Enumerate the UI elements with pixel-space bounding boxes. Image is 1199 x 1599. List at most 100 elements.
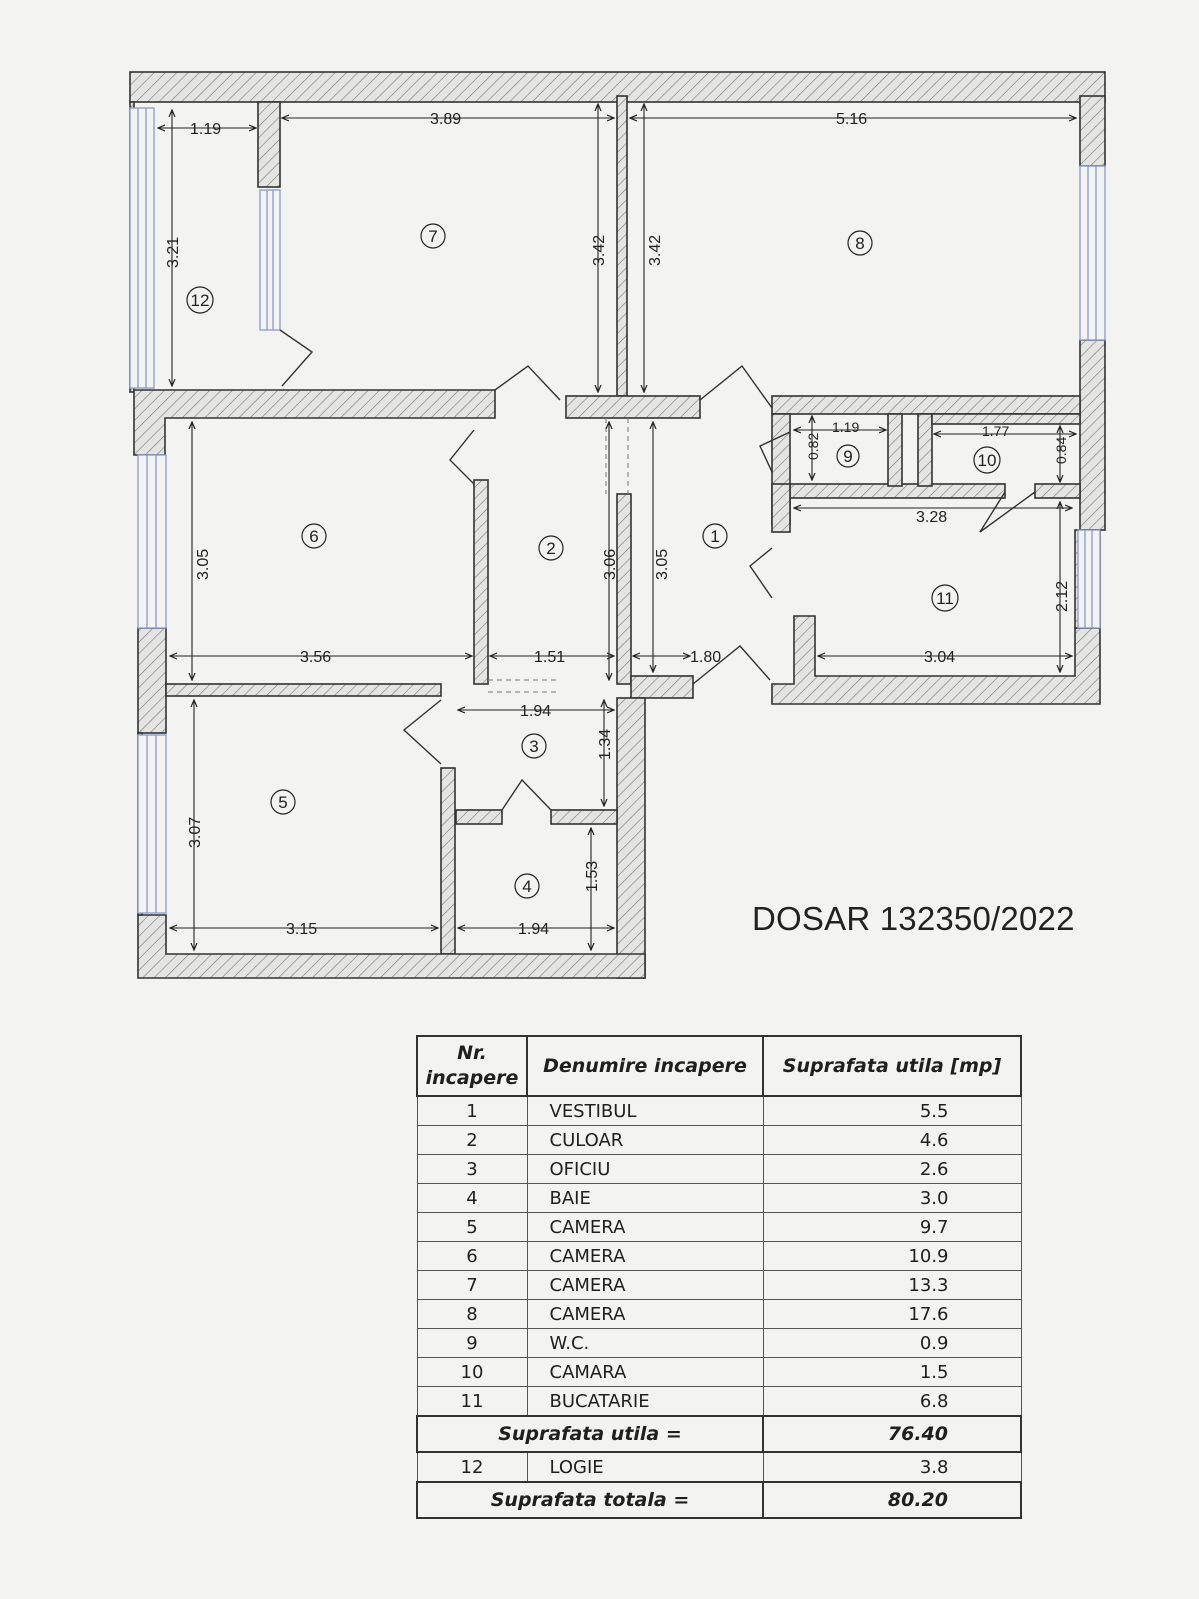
- row-name: BAIE: [526, 1183, 764, 1213]
- room-number-5: 5: [278, 793, 287, 812]
- room-number-4: 4: [522, 877, 531, 896]
- dosar-number: DOSAR 132350/2022: [752, 900, 1075, 937]
- row-nr: 11: [416, 1386, 528, 1417]
- row-area: 9.7: [762, 1212, 1022, 1242]
- dim-label: 3.28: [916, 509, 947, 526]
- header-area: Suprafata utila [mp]: [762, 1035, 1022, 1097]
- room-number-6: 6: [309, 527, 318, 546]
- dimension-labels: 1.19 3.89 5.16 3.21 3.42 3.42 0.82 1.19 …: [165, 111, 1071, 938]
- dim-label: 3.89: [430, 111, 461, 128]
- row-area: 13.3: [762, 1270, 1022, 1300]
- header-name: Denumire incapere: [526, 1035, 764, 1097]
- dim-label: 2.12: [1054, 581, 1071, 612]
- room-number-11: 11: [936, 589, 954, 608]
- room-markers: [186, 223, 1001, 899]
- room-number-3: 3: [529, 737, 538, 756]
- header-nr: Nr. incapere: [416, 1035, 528, 1097]
- row-nr: 9: [416, 1328, 528, 1358]
- dim-label: 1.34: [597, 729, 614, 760]
- row-area: 3.0: [762, 1183, 1022, 1213]
- room-number-7: 7: [428, 227, 437, 246]
- row-name: CAMERA: [526, 1270, 764, 1300]
- windows: [129, 107, 1106, 914]
- dim-label: 0.82: [805, 433, 821, 460]
- row-name: CAMERA: [526, 1241, 764, 1271]
- row-nr: 8: [416, 1299, 528, 1329]
- room-number-8: 8: [855, 234, 864, 253]
- total-label: Suprafata totala =: [416, 1481, 764, 1519]
- room-numbers: 1 2 3 4 5 6 7 8 9 10 11 12: [191, 227, 997, 896]
- dim-label: 1.94: [518, 921, 549, 938]
- walls: [129, 71, 1106, 979]
- floor-plan: 1.19 3.89 5.16 3.21 3.42 3.42 0.82 1.19 …: [129, 71, 1106, 979]
- row-area: 5.5: [762, 1095, 1022, 1126]
- dim-label: 3.42: [647, 235, 664, 266]
- row-nr: 1: [416, 1095, 528, 1126]
- row-name: CAMARA: [526, 1357, 764, 1387]
- doors: [279, 329, 1036, 811]
- row-area: 2.6: [762, 1154, 1022, 1184]
- row-area: 17.6: [762, 1299, 1022, 1329]
- room-number-1: 1: [710, 527, 719, 546]
- row-nr: 2: [416, 1125, 528, 1155]
- area-table: Nr. incapere Denumire incapere Suprafata…: [416, 1035, 1022, 1519]
- room-number-9: 9: [843, 447, 852, 466]
- dim-label: 1.51: [534, 649, 565, 666]
- row-name: CAMERA: [526, 1299, 764, 1329]
- dim-label: 5.16: [836, 111, 867, 128]
- row-nr: 12: [416, 1451, 528, 1483]
- dim-label: 1.80: [690, 649, 721, 666]
- dim-label: 0.84: [1053, 437, 1069, 464]
- dim-label: 3.56: [300, 649, 331, 666]
- dimension-lines: [158, 104, 1076, 950]
- dim-label: 3.07: [187, 817, 204, 848]
- row-nr: 4: [416, 1183, 528, 1213]
- dim-label: 3.06: [602, 549, 619, 580]
- dim-label: 3.21: [165, 237, 182, 268]
- dim-label: 1.53: [584, 861, 601, 892]
- total-row: Suprafata totala = 80.20: [416, 1481, 1022, 1519]
- dim-label: 3.42: [591, 235, 608, 266]
- dim-label: 3.04: [924, 649, 955, 666]
- room-number-10: 10: [978, 451, 997, 470]
- row-name: BUCATARIE: [526, 1386, 764, 1417]
- row-nr: 10: [416, 1357, 528, 1387]
- row-nr: 7: [416, 1270, 528, 1300]
- row-name: VESTIBUL: [526, 1095, 764, 1126]
- total-value: 80.20: [762, 1481, 1022, 1519]
- row-area: 6.8: [762, 1386, 1022, 1417]
- row-name: LOGIE: [526, 1451, 764, 1483]
- row-area: 3.8: [762, 1451, 1022, 1483]
- dim-label: 1.77: [982, 423, 1009, 439]
- dim-label: 1.19: [190, 121, 221, 138]
- table-header-row: Nr. incapere Denumire incapere Suprafata…: [416, 1035, 1022, 1097]
- row-name: CAMERA: [526, 1212, 764, 1242]
- row-area: 10.9: [762, 1241, 1022, 1271]
- dim-label: 3.05: [195, 549, 212, 580]
- row-area: 4.6: [762, 1125, 1022, 1155]
- row-nr: 3: [416, 1154, 528, 1184]
- row-area: 1.5: [762, 1357, 1022, 1387]
- row-nr: 5: [416, 1212, 528, 1242]
- room-number-2: 2: [546, 539, 555, 558]
- dim-label: 1.19: [832, 419, 859, 435]
- subtotal-label: Suprafata utila =: [416, 1415, 764, 1453]
- dim-label: 1.94: [520, 703, 551, 720]
- row-name: W.C.: [526, 1328, 764, 1358]
- dim-label: 3.15: [286, 921, 317, 938]
- subtotal-value: 76.40: [762, 1415, 1022, 1453]
- row-nr: 6: [416, 1241, 528, 1271]
- row-area: 0.9: [762, 1328, 1022, 1358]
